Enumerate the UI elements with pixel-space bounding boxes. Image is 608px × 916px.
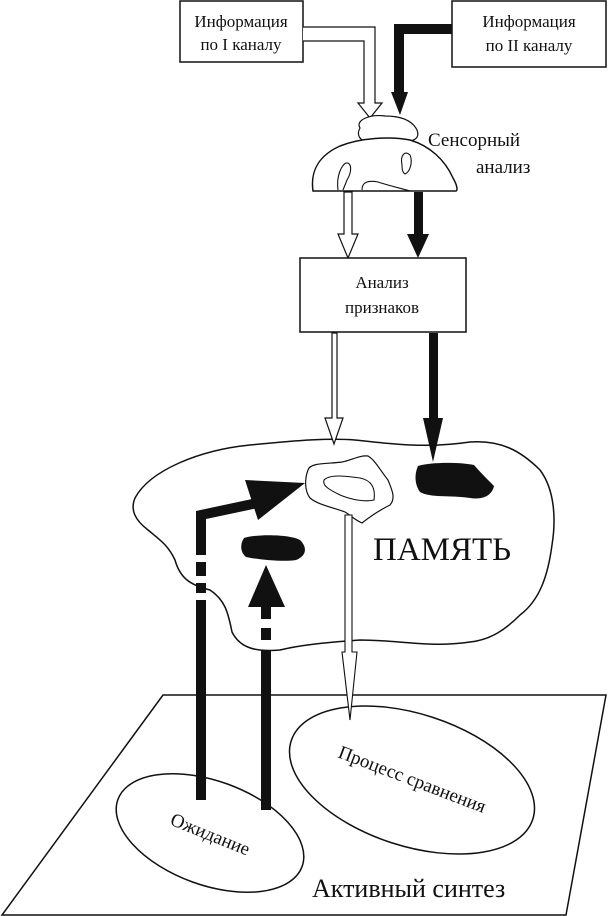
expectation-to-solid-trace-arrowhead bbox=[248, 565, 285, 607]
memory-trace-solid-left bbox=[241, 535, 305, 561]
channel2-solid-arrow bbox=[394, 24, 452, 93]
expectation-to-trace-arrow bbox=[196, 497, 264, 540]
sensory-label-line2: анализ bbox=[476, 157, 530, 178]
channel2-label-line2: по II каналу bbox=[486, 36, 573, 55]
memory-trace-solid-top bbox=[415, 462, 494, 499]
sensory-to-features-hollow-arrow bbox=[337, 191, 359, 260]
sensory-to-features-solid-arrow bbox=[407, 234, 429, 258]
channel1-hollow-arrow bbox=[303, 26, 384, 119]
sensory-label-line1: Сенсорный bbox=[428, 130, 520, 151]
channel2-box bbox=[451, 0, 607, 68]
channel1-label-line2: по I каналу bbox=[200, 35, 282, 54]
features-box bbox=[299, 257, 467, 333]
features-label-line2: признаков bbox=[345, 298, 419, 317]
features-label-line1: Анализ bbox=[355, 273, 409, 292]
synthesis-label: Активный синтез bbox=[312, 874, 505, 903]
memory-to-comparison-hollow-arrow bbox=[341, 514, 358, 721]
comparison-ellipse bbox=[288, 705, 536, 855]
expectation-ellipse bbox=[115, 772, 305, 894]
features-to-memory-solid-arrow bbox=[423, 418, 443, 462]
channel2-label-line1: Информация bbox=[482, 12, 576, 31]
features-to-memory-hollow-arrow bbox=[324, 332, 344, 446]
channel2-arrowhead bbox=[391, 92, 408, 115]
expectation-to-trace-arrowhead bbox=[245, 480, 305, 520]
memory-label: ПАМЯТЬ bbox=[373, 532, 511, 568]
channel1-box bbox=[179, 0, 304, 63]
memory-trace-hollow bbox=[305, 455, 394, 524]
channel1-label-line1: Информация bbox=[194, 12, 288, 31]
